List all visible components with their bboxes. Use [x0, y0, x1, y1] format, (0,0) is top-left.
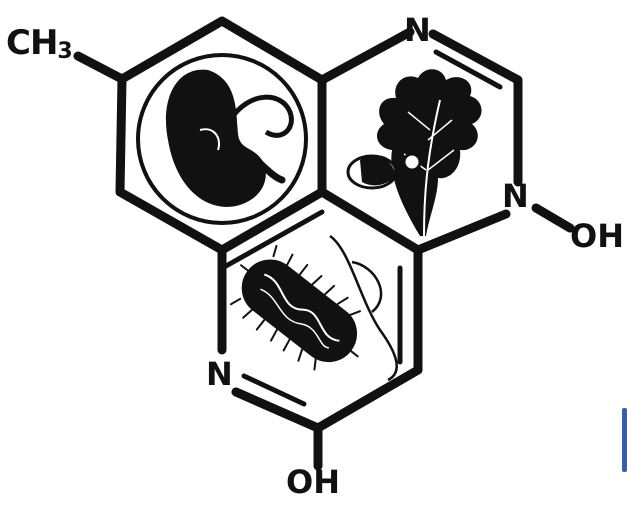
double-bond-top	[433, 49, 503, 90]
bond-n-left-ring	[231, 245, 423, 433]
nitrogen-left-label: N	[206, 355, 233, 393]
bond-n-top-c	[428, 29, 523, 187]
methyl-subscript: 3	[57, 39, 72, 64]
bond-lines	[73, 16, 575, 471]
nitrogen-right-label: N	[502, 177, 529, 215]
double-bond-lines	[223, 49, 503, 407]
nitrogen-top-label: N	[404, 11, 431, 49]
double-bond-center	[223, 209, 325, 269]
embryo-icon	[136, 53, 308, 225]
methyl-label-text: CH	[6, 23, 58, 63]
edge-accent-mark	[622, 408, 627, 472]
methyl-label: CH3	[6, 23, 73, 64]
methyl-bond	[73, 51, 127, 84]
bacterium-icon	[229, 234, 398, 382]
oak-leaf-acorn-icon	[346, 69, 482, 237]
n-oh-bond	[531, 203, 575, 233]
bond-c-n-top	[317, 27, 415, 85]
hydroxyl-bottom-label: OH	[286, 463, 340, 501]
double-bond-bottom-left	[241, 373, 307, 407]
hydroxyl-right-label: OH	[570, 217, 624, 255]
